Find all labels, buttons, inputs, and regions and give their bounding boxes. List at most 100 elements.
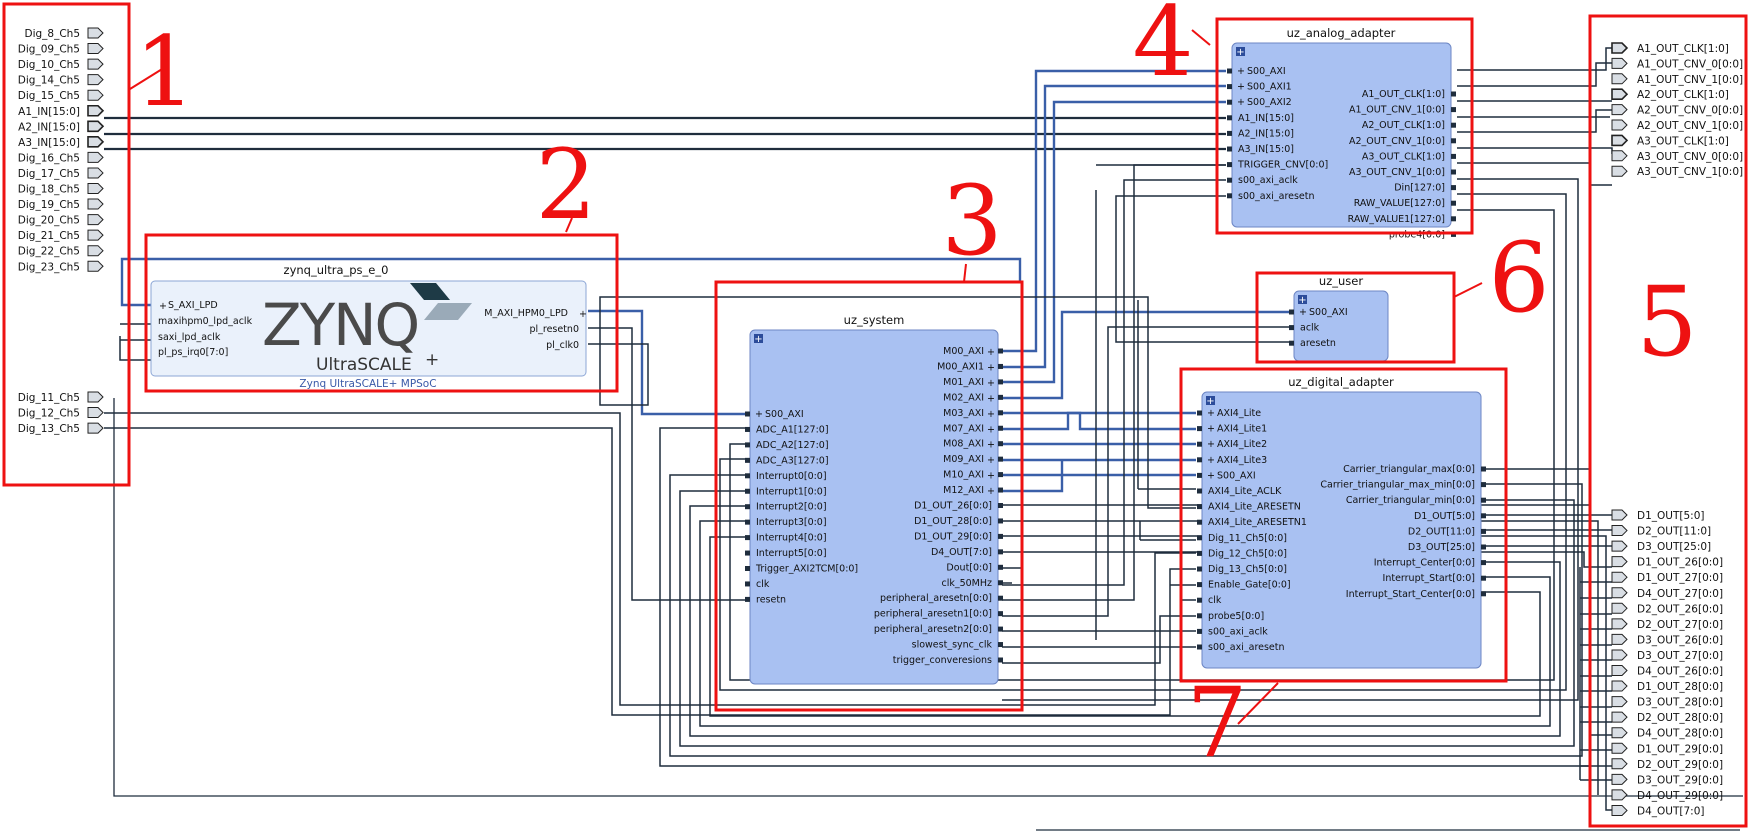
- expand-icon[interactable]: +: [1298, 295, 1307, 306]
- digital-left-pin-5[interactable]: [1197, 488, 1202, 494]
- digital-block[interactable]: uz_digital_adapter++AXI4_Lite+AXI4_Lite1…: [1197, 375, 1486, 669]
- system-right-pin-15[interactable]: [998, 580, 1003, 586]
- right-port-b-5[interactable]: [1611, 587, 1628, 599]
- left-port-11[interactable]: [87, 198, 104, 210]
- right-port-b-6[interactable]: [1611, 602, 1628, 614]
- net-wire[interactable]: [104, 412, 1196, 706]
- digital-left-pin-6[interactable]: [1197, 504, 1202, 510]
- analog-left-pin-7[interactable]: [1227, 177, 1232, 183]
- net-wire[interactable]: [679, 490, 1575, 747]
- net-wire[interactable]: [729, 209, 1555, 681]
- left-port-bottom-2[interactable]: [87, 422, 104, 434]
- digital-left-pin-15[interactable]: [1197, 644, 1202, 650]
- analog-right-pin-6[interactable]: [1451, 185, 1456, 191]
- right-port-b-16[interactable]: [1611, 758, 1628, 770]
- zynq-ps-block[interactable]: zynq_ultra_ps_e_0 S_AXI_LPD maxihpm0_lpd…: [150, 263, 587, 390]
- right-port-b-15[interactable]: [1611, 742, 1628, 754]
- left-port-14[interactable]: [87, 245, 104, 257]
- system-right-pin-7[interactable]: [998, 456, 1003, 462]
- right-port-b-7[interactable]: [1611, 618, 1628, 630]
- system-right-pin-12[interactable]: [998, 533, 1003, 539]
- expand-icon[interactable]: +: [754, 334, 763, 345]
- left-port-12[interactable]: [87, 214, 104, 226]
- digital-right-pin-8[interactable]: [1481, 591, 1486, 597]
- user-left-pin-2[interactable]: [1289, 340, 1294, 346]
- system-right-pin-11[interactable]: [998, 518, 1003, 524]
- right-port-b-9[interactable]: [1611, 649, 1628, 661]
- right-port-b-4[interactable]: [1611, 571, 1628, 583]
- expand-icon[interactable]: +: [1236, 47, 1245, 58]
- analog-right-pin-2[interactable]: [1451, 122, 1456, 128]
- system-right-pin-6[interactable]: [998, 441, 1003, 447]
- left-port-0[interactable]: [87, 27, 104, 39]
- right-port-b-17[interactable]: [1611, 773, 1628, 785]
- system-right-pin-3[interactable]: [998, 394, 1003, 400]
- user-left-pin-1[interactable]: [1289, 325, 1294, 331]
- right-port-b-19[interactable]: [1611, 804, 1628, 816]
- right-port-b-11[interactable]: [1611, 680, 1628, 692]
- system-left-pin-11[interactable]: [745, 581, 750, 587]
- analog-left-pin-5[interactable]: [1227, 146, 1232, 152]
- analog-right-pin-3[interactable]: [1451, 138, 1456, 144]
- net-wire[interactable]: [689, 505, 1561, 737]
- left-port-7[interactable]: [87, 136, 105, 148]
- system-right-pin-8[interactable]: [998, 472, 1003, 478]
- right-port-b-18[interactable]: [1611, 789, 1628, 801]
- right-port-b-14[interactable]: [1611, 727, 1628, 739]
- digital-right-pin-5[interactable]: [1481, 544, 1486, 550]
- system-left-pin-10[interactable]: [745, 566, 750, 571]
- digital-right-pin-6[interactable]: [1481, 560, 1486, 566]
- net-wire[interactable]: [1002, 615, 1196, 664]
- net-wire[interactable]: [1457, 47, 1612, 71]
- digital-left-pin-0[interactable]: [1197, 410, 1202, 416]
- right-port-a-0[interactable]: [1611, 42, 1629, 54]
- right-port-a-6[interactable]: [1611, 134, 1629, 147]
- system-left-pin-0[interactable]: [745, 411, 750, 417]
- net-wire[interactable]: [1457, 109, 1612, 133]
- axi-bus-wire[interactable]: [1002, 100, 1226, 384]
- system-right-pin-5[interactable]: [998, 425, 1003, 431]
- right-port-a-4[interactable]: [1611, 104, 1628, 116]
- net-wire[interactable]: [699, 520, 1551, 727]
- right-port-b-0[interactable]: [1611, 509, 1628, 521]
- zynq-block-body[interactable]: [150, 280, 587, 377]
- system-right-pin-17[interactable]: [998, 611, 1003, 617]
- digital-right-pin-7[interactable]: [1481, 575, 1486, 581]
- analog-left-pin-3[interactable]: [1227, 115, 1232, 121]
- system-left-pin-7[interactable]: [745, 519, 750, 525]
- system-right-pin-4[interactable]: [998, 410, 1003, 416]
- left-port-3[interactable]: [87, 74, 104, 86]
- right-port-a-2[interactable]: [1611, 73, 1628, 85]
- left-port-8[interactable]: [87, 151, 104, 163]
- system-left-pin-1[interactable]: [745, 426, 750, 432]
- system-right-pin-13[interactable]: [998, 549, 1003, 555]
- system-left-pin-5[interactable]: [745, 488, 750, 494]
- analog-left-pin-2[interactable]: [1227, 99, 1232, 105]
- system-right-pin-1[interactable]: [998, 363, 1003, 369]
- analog-right-pin-8[interactable]: [1451, 216, 1456, 222]
- system-right-pin-19[interactable]: [998, 642, 1003, 648]
- left-port-bottom-0[interactable]: [87, 391, 104, 403]
- system-left-pin-3[interactable]: [745, 457, 750, 463]
- net-wire[interactable]: [1002, 178, 1579, 701]
- system-left-pin-12[interactable]: [745, 596, 750, 602]
- right-port-a-5[interactable]: [1611, 119, 1628, 131]
- net-wire[interactable]: [1002, 326, 1290, 617]
- digital-left-pin-7[interactable]: [1197, 519, 1202, 525]
- digital-left-pin-10[interactable]: [1197, 566, 1202, 572]
- net-wire[interactable]: [104, 427, 1196, 716]
- left-port-1[interactable]: [87, 43, 104, 55]
- right-port-b-2[interactable]: [1611, 540, 1628, 552]
- system-left-pin-2[interactable]: [745, 442, 750, 448]
- system-right-pin-0[interactable]: [998, 348, 1003, 354]
- left-port-15[interactable]: [87, 260, 104, 272]
- net-wire[interactable]: [1002, 179, 1226, 586]
- system-right-pin-10[interactable]: [998, 503, 1003, 508]
- digital-left-pin-4[interactable]: [1197, 472, 1202, 478]
- left-port-bottom-1[interactable]: [87, 407, 104, 419]
- system-right-pin-20[interactable]: [998, 657, 1003, 663]
- analog-left-pin-8[interactable]: [1227, 193, 1232, 199]
- right-port-a-8[interactable]: [1611, 165, 1628, 177]
- axi-bus-wire[interactable]: [1002, 411, 1196, 431]
- left-port-4[interactable]: [87, 89, 104, 101]
